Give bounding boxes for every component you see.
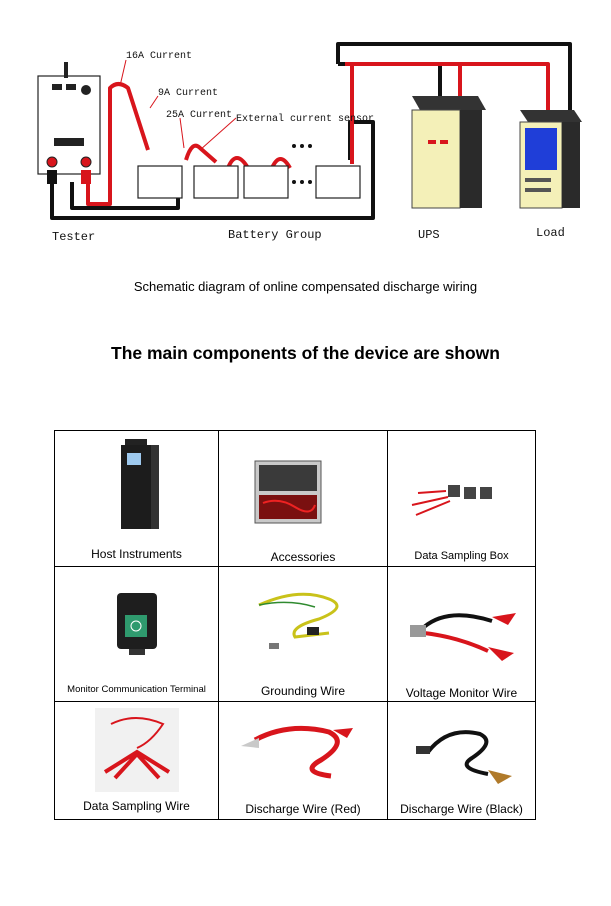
battery-cell [243,165,289,199]
voltage-monitor-wire-image [410,613,516,661]
component-cell-discharge-wire-red: Discharge Wire (Red) [219,702,388,819]
monitor-terminal-image [117,593,157,655]
component-label: Discharge Wire (Red) [245,802,361,816]
discharge-wire-red-image [241,725,353,779]
component-cell-grounding-wire: Grounding Wire [219,567,388,702]
battery-cell [315,165,361,199]
annotation-25a: 25A Current [166,110,232,121]
component-label: Accessories [270,550,336,564]
host-instrument-image [121,439,159,529]
component-label: Host Instruments [91,547,182,561]
battery-cell [193,165,239,199]
data-sampling-box-image [411,485,492,516]
battery-cell [137,165,183,199]
annotation-16a: 16A Current [126,51,192,62]
component-label: Grounding Wire [260,684,346,698]
black-wires [50,42,572,220]
grounding-wire-image [258,592,339,649]
component-cell-accessories: Accessories [219,431,388,567]
label-battery-group: Battery Group [228,228,322,242]
components-heading: The main components of the device are sh… [111,343,500,363]
component-label: Data Sampling Wire [83,799,190,813]
diagram-caption: Schematic diagram of online compensated … [133,279,478,294]
component-cell-discharge-wire-black: Discharge Wire (Black) [388,702,535,819]
annotation-sensor: External current sensor [236,113,374,125]
component-label: Monitor Communication Terminal [67,684,206,695]
annotation-leaders [119,59,237,151]
component-label: Discharge Wire (Black) [400,802,523,816]
battery-group [137,165,361,199]
load-computer [519,110,582,209]
red-wires [86,62,550,206]
component-label: Data Sampling Box [414,550,509,562]
wiring-diagram: 16A Current 9A Current 25A Current Exter… [37,42,582,244]
tester-device [37,62,101,184]
ups-cabinet [411,96,486,209]
annotation-9a: 9A Current [158,88,218,99]
label-tester: Tester [52,230,95,244]
component-label: Voltage Monitor Wire [405,686,518,700]
component-cell-data-sampling-wire: Data Sampling Wire [55,702,219,819]
discharge-wire-black-image [416,730,512,784]
label-ups: UPS [418,228,440,242]
data-sampling-wire-image [95,708,179,792]
component-cell-voltage-monitor-wire: Voltage Monitor Wire [388,567,535,702]
component-cell-sampling-box: Data Sampling Box [388,431,535,567]
component-cell-monitor-terminal: Monitor Communication Terminal [55,567,219,702]
label-load: Load [536,226,565,240]
battery-ellipsis [292,144,312,184]
components-grid: Host Instruments Accessories Data Sampli… [54,430,536,820]
accessories-case-image [254,460,322,524]
component-cell-host: Host Instruments [55,431,219,567]
